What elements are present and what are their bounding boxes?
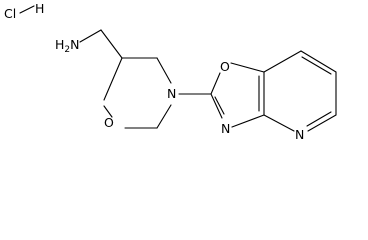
- o1-c2-bond: [103, 57, 123, 101]
- c7-c6-bond: [300, 50, 337, 73]
- c3-n4-bond: [156, 57, 172, 84]
- oxazole-oxygen-label: O: [220, 59, 230, 74]
- o-c7a-bond: [230, 62, 265, 73]
- c2-o-bond: [210, 72, 221, 95]
- n-ch2-bond: [79, 29, 102, 43]
- c5-n4-double: [306, 111, 332, 127]
- morpholine-nitrogen-label: N: [167, 86, 176, 101]
- c2-n3-bond: [210, 93, 223, 119]
- hydrogen-label: H: [35, 1, 44, 16]
- ch2-c2-bond: [100, 29, 123, 59]
- chlorine-label: Cl: [4, 6, 16, 21]
- oxazole-nitrogen-label: N: [221, 121, 230, 136]
- c5-n4-bond: [307, 114, 337, 132]
- c7-c6-double: [301, 56, 332, 75]
- amine-h: H: [55, 37, 64, 52]
- amine-n: N: [70, 37, 79, 52]
- c2-n3-double: [214, 96, 225, 115]
- c7a-c7-bond: [263, 50, 302, 73]
- amine-subscript: 2: [64, 45, 70, 55]
- structure-canvas: Cl H H2N O N O N N: [4, 1, 337, 142]
- n3-c3a-bond: [231, 114, 265, 128]
- n4-c5-bond: [156, 104, 172, 129]
- c6-o1-bond: [103, 105, 113, 118]
- ring-oxygen-label: O: [104, 115, 114, 130]
- molecule-drawing: Cl H H2N O N O N N: [4, 1, 337, 142]
- amine-label: H2N: [55, 37, 80, 55]
- pyridine-nitrogen-label: N: [295, 127, 304, 142]
- n4-c3a-bond: [263, 114, 295, 132]
- hcl-bond: [19, 5, 35, 14]
